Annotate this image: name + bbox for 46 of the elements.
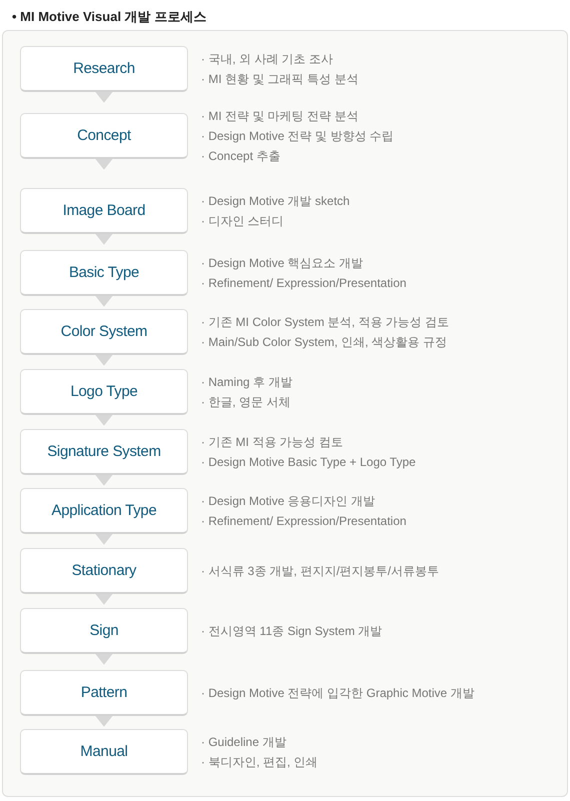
description-text: · 국내, 외 사례 기초 조사 xyxy=(201,51,333,68)
description-text: · Design Motive 전략 및 방향성 수립 xyxy=(201,128,394,145)
description-text: · Naming 후 개발 xyxy=(201,374,292,391)
step-box: Research xyxy=(20,46,188,92)
step-box: Logo Type xyxy=(20,369,188,415)
step-box: Color System xyxy=(20,309,188,355)
description-text: · Design Motive 핵심요소 개발 xyxy=(201,255,364,272)
arrow xyxy=(96,534,112,544)
step-box: Application Type xyxy=(20,488,188,534)
arrow xyxy=(96,234,112,244)
arrow xyxy=(96,594,112,604)
step-box: Basic Type xyxy=(20,250,188,296)
step-box: Manual xyxy=(20,729,188,775)
step-box: Concept xyxy=(20,113,188,159)
description-text: · Guideline 개발 xyxy=(201,734,286,751)
step-box: Stationary xyxy=(20,548,188,594)
heading: • MI Motive Visual 개발 프로세스 xyxy=(12,9,206,25)
description-text: · 전시영역 11종 Sign System 개발 xyxy=(201,623,382,640)
step-box: Image Board xyxy=(20,188,188,234)
arrow xyxy=(96,716,112,726)
description-text: · Design Motive Basic Type + Logo Type xyxy=(201,454,416,471)
description-text: · Concept 추출 xyxy=(201,148,280,165)
panel xyxy=(2,30,568,797)
arrow xyxy=(96,414,112,426)
description-text: · MI 현황 및 그래픽 특성 분석 xyxy=(201,71,358,88)
description-text: · 서식류 3종 개발, 편지지/편지봉투/서류봉투 xyxy=(201,563,440,580)
description-text: · 북디자인, 편집, 인쇄 xyxy=(201,754,318,771)
arrow xyxy=(96,474,112,486)
description-text: · 기존 MI 적용 가능성 컴토 xyxy=(201,434,343,451)
arrow xyxy=(96,158,112,170)
description-text: · 한글, 영문 서체 xyxy=(201,394,290,411)
arrow xyxy=(96,92,112,102)
description-text: · Design Motive 응용디자인 개발 xyxy=(201,493,376,510)
step-box: Sign xyxy=(20,608,188,654)
description-text: · Refinement/ Expression/Presentation xyxy=(201,513,406,530)
description-text: · Design Motive 개발 sketch xyxy=(201,193,350,210)
description-text: · Main/Sub Color System, 인쇄, 색상활용 규정 xyxy=(201,334,448,351)
description-text: · Refinement/ Expression/Presentation xyxy=(201,275,406,292)
step-box: Signature System xyxy=(20,429,188,475)
description-text: · MI 전략 및 마케팅 전략 분석 xyxy=(201,108,358,125)
description-text: · Design Motive 전략에 입각한 Graphic Motive 개발 xyxy=(201,685,474,702)
step-box: Pattern xyxy=(20,670,188,716)
arrow xyxy=(96,296,112,306)
description-text: · 디자인 스터디 xyxy=(201,213,284,230)
arrow xyxy=(96,654,112,664)
description-text: · 기존 MI Color System 분석, 적용 가능성 검토 xyxy=(201,314,450,331)
